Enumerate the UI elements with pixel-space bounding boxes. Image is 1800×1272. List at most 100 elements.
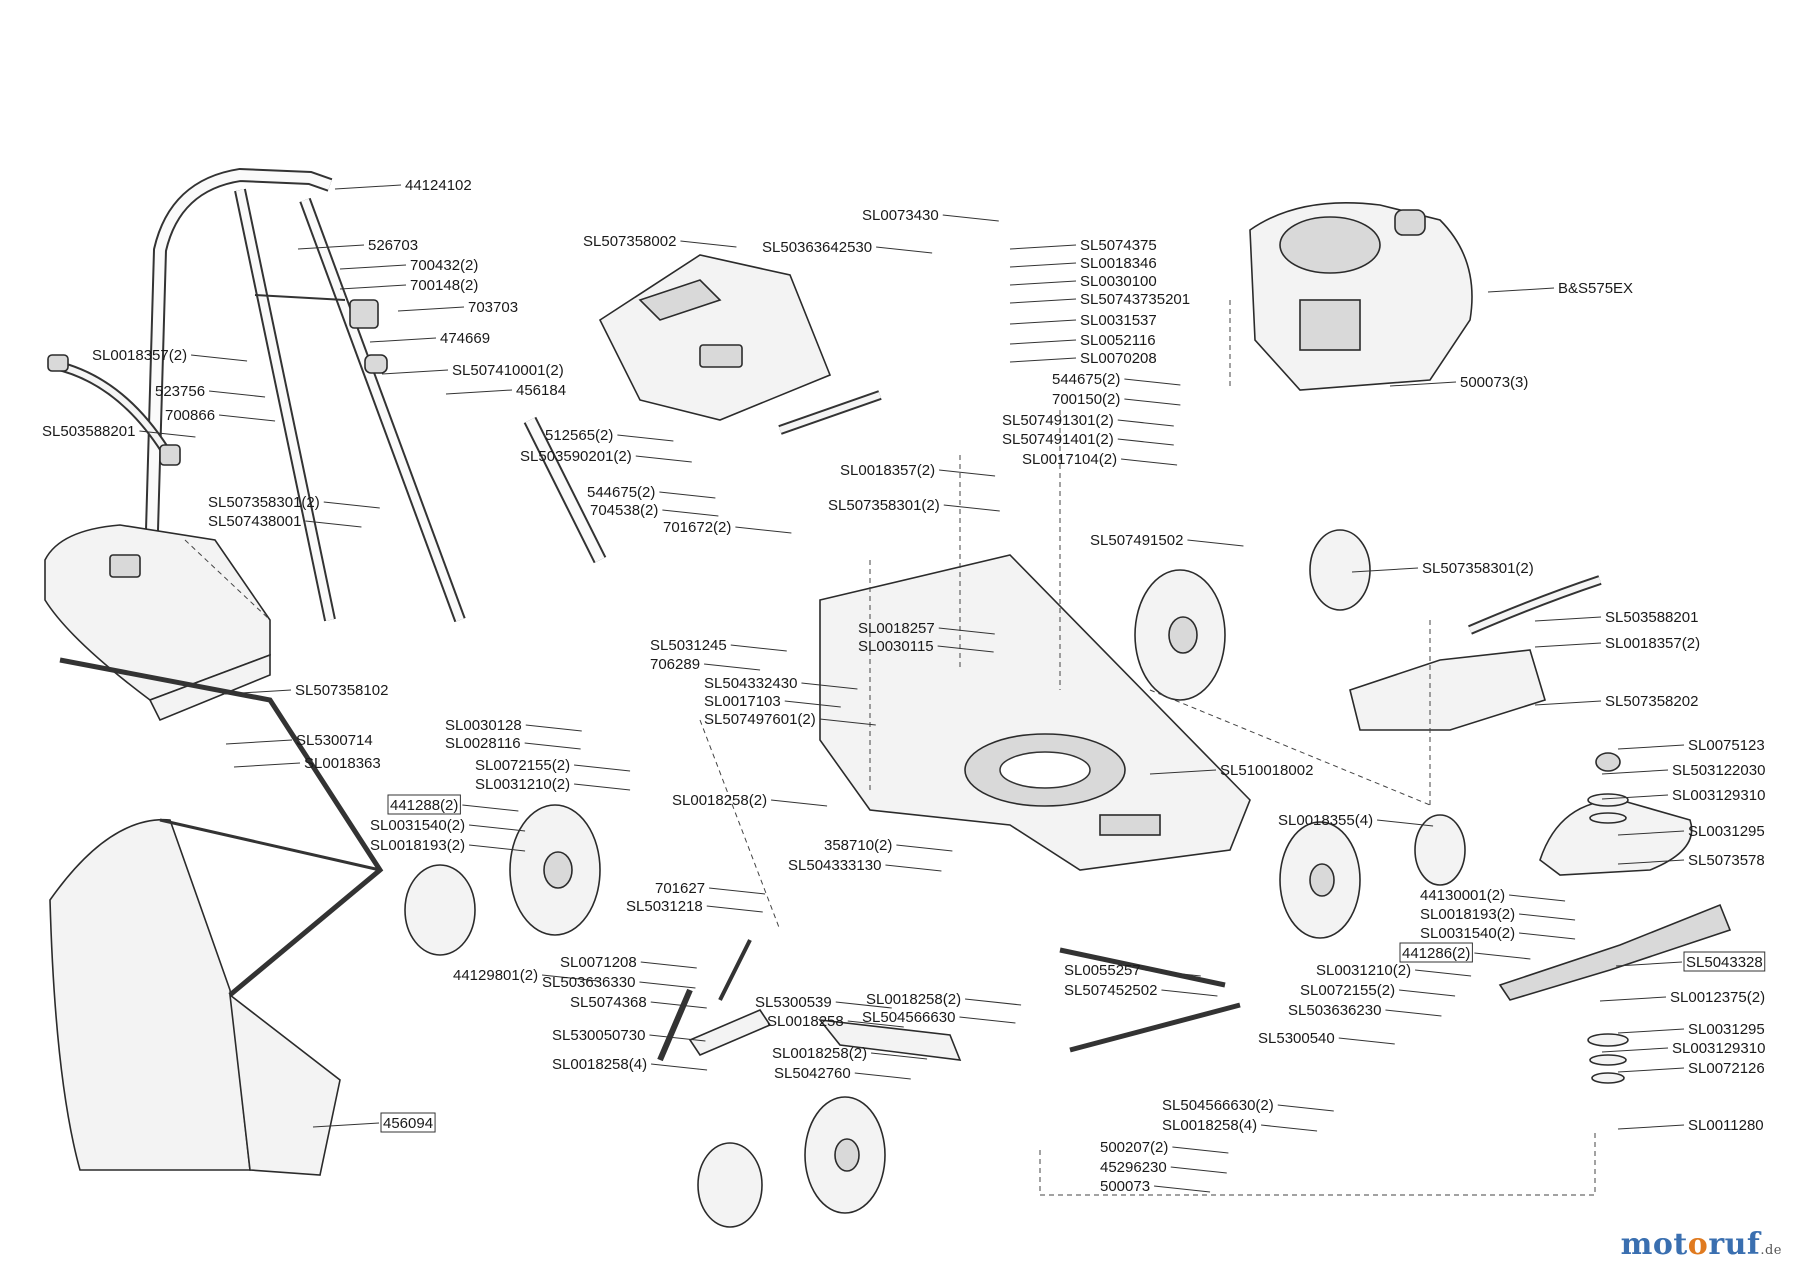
leader-line bbox=[1615, 961, 1683, 967]
leader-line bbox=[876, 246, 933, 254]
leader-line bbox=[704, 663, 761, 671]
part-label: SL5031245 bbox=[650, 637, 727, 654]
leader-line bbox=[771, 799, 828, 807]
leader-line bbox=[959, 1016, 1016, 1024]
leader-line bbox=[462, 804, 519, 812]
part-label: SL0072155(2) bbox=[1300, 982, 1395, 999]
part-label: SL503588201 bbox=[1605, 609, 1698, 626]
leader-line bbox=[1534, 616, 1602, 622]
leader-line bbox=[1009, 244, 1077, 250]
part-label: SL507358301(2) bbox=[1422, 560, 1534, 577]
leader-line bbox=[939, 469, 996, 477]
blade-assembly bbox=[1498, 752, 1732, 1084]
part-label: SL0018257 bbox=[858, 620, 935, 637]
leader-line bbox=[854, 1072, 911, 1080]
leader-line bbox=[1161, 989, 1218, 997]
part-label: 45296230 bbox=[1100, 1159, 1167, 1176]
leader-line bbox=[525, 724, 582, 732]
part-label: 44129801(2) bbox=[453, 967, 538, 984]
leader-line bbox=[297, 244, 365, 250]
part-label: SL503590201(2) bbox=[520, 448, 632, 465]
part-label: SL0017103 bbox=[704, 693, 781, 710]
part-label: SL0031537 bbox=[1080, 312, 1157, 329]
leader-line bbox=[635, 455, 692, 463]
part-label: SL507438001 bbox=[208, 513, 301, 530]
part-label: SL0031295 bbox=[1688, 1021, 1765, 1038]
leader-line bbox=[835, 1001, 892, 1009]
leader-line bbox=[651, 1063, 708, 1071]
part-label: 500073(3) bbox=[1460, 374, 1528, 391]
part-label: SL0018357(2) bbox=[840, 462, 935, 479]
part-label: SL0018258(2) bbox=[772, 1045, 867, 1062]
part-label: SL5043328 bbox=[1686, 954, 1763, 971]
brand-part-2: o bbox=[1687, 1227, 1709, 1262]
part-label: SL0017104(2) bbox=[1022, 451, 1117, 468]
part-label: SL0018258 bbox=[767, 1013, 844, 1030]
part-label: SL530050730 bbox=[552, 1027, 645, 1044]
leader-line bbox=[1172, 1146, 1229, 1154]
part-label: SL0070208 bbox=[1080, 350, 1157, 367]
leader-line bbox=[680, 240, 737, 248]
part-label: 700148(2) bbox=[410, 277, 478, 294]
part-label: 526703 bbox=[368, 237, 418, 254]
leader-line bbox=[219, 414, 276, 422]
leader-line bbox=[339, 284, 407, 290]
part-label: 44124102 bbox=[405, 177, 472, 194]
part-label: SL0072126 bbox=[1688, 1060, 1765, 1077]
leader-line bbox=[542, 974, 599, 982]
mower-deck bbox=[819, 554, 1251, 871]
part-label: SL0018193(2) bbox=[370, 837, 465, 854]
leader-line bbox=[1601, 794, 1669, 800]
part-label: SL0018258(4) bbox=[1162, 1117, 1257, 1134]
part-label: SL0028116 bbox=[445, 735, 521, 752]
part-label: SL507491301(2) bbox=[1002, 412, 1114, 429]
part-label: SL0011280 bbox=[1688, 1117, 1764, 1134]
leader-line bbox=[445, 389, 513, 395]
label-box bbox=[387, 794, 461, 815]
part-label: SL0018258(2) bbox=[672, 792, 767, 809]
part-label: SL0031540(2) bbox=[370, 817, 465, 834]
part-label: SL5300539 bbox=[755, 994, 832, 1011]
part-label: SL0018193(2) bbox=[1420, 906, 1515, 923]
part-label: SL003129310 bbox=[1672, 1040, 1765, 1057]
leader-line bbox=[662, 509, 719, 517]
part-label: 700150(2) bbox=[1052, 391, 1120, 408]
leader-line bbox=[819, 718, 876, 726]
part-label: SL507497601(2) bbox=[704, 711, 816, 728]
leader-line bbox=[1009, 280, 1077, 286]
leader-line bbox=[381, 369, 449, 375]
leader-line bbox=[1601, 1047, 1669, 1053]
part-label: 512565(2) bbox=[545, 427, 613, 444]
engine-bs575ex bbox=[1249, 202, 1473, 391]
leader-line bbox=[1617, 1124, 1685, 1130]
height-adjuster-parts bbox=[657, 939, 1241, 1062]
leader-line bbox=[942, 214, 999, 222]
part-label: SL0030100 bbox=[1080, 273, 1157, 290]
part-label: SL0018357(2) bbox=[1605, 635, 1700, 652]
leader-line bbox=[574, 764, 631, 772]
leader-line bbox=[1154, 1185, 1211, 1193]
part-label: SL5300540 bbox=[1258, 1030, 1335, 1047]
rear-flap bbox=[44, 524, 271, 722]
leader-line bbox=[1009, 262, 1077, 268]
wheels bbox=[404, 529, 1466, 1228]
leader-line bbox=[1124, 378, 1181, 386]
leader-line bbox=[1385, 1009, 1442, 1017]
part-label: SL50743735201 bbox=[1080, 291, 1190, 308]
part-label: 456094 bbox=[383, 1115, 433, 1132]
leader-line bbox=[339, 264, 407, 270]
brand-part-3: ruf bbox=[1708, 1227, 1761, 1262]
leader-line bbox=[1338, 1037, 1395, 1045]
part-label: SL5031218 bbox=[626, 898, 703, 915]
part-label: SL503636330 bbox=[542, 974, 635, 991]
part-label: SL003129310 bbox=[1672, 787, 1765, 804]
part-label: SL504566630(2) bbox=[1162, 1097, 1274, 1114]
leader-line bbox=[139, 430, 196, 438]
leader-line bbox=[1121, 458, 1178, 466]
motoruf-logo: motoruf.de bbox=[1621, 1227, 1782, 1262]
part-label: SL0052116 bbox=[1080, 332, 1156, 349]
leader-line bbox=[1351, 567, 1419, 573]
leader-line bbox=[735, 526, 792, 534]
part-label: SL5074375 bbox=[1080, 237, 1157, 254]
